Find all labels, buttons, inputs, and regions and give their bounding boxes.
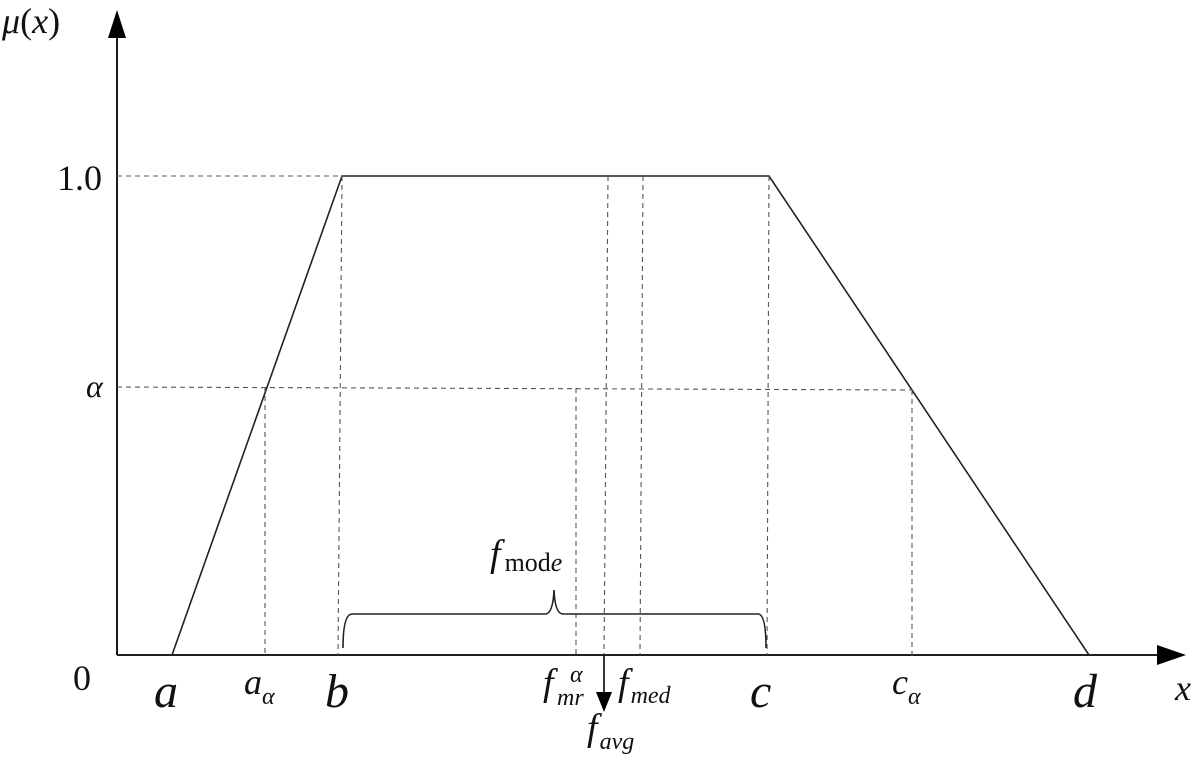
y-axis-arrowhead (108, 10, 126, 38)
membership-function-curve (171, 175, 1090, 656)
f-med-guide (639, 175, 644, 656)
y-tick-alpha: α (86, 368, 104, 404)
label-c-alpha: cα (892, 662, 921, 710)
label-b: b (325, 665, 349, 718)
label-f-avg: favg (587, 707, 634, 755)
label-f-mr-alpha-sup: α (570, 662, 583, 688)
label-a: a (154, 665, 178, 718)
b-guide (337, 175, 343, 656)
x-axis-label: x (1174, 668, 1191, 708)
x-axis-arrowhead (1157, 645, 1186, 665)
f-avg-arrowhead (596, 692, 612, 712)
label-f-mr-alpha-sub: mr (557, 685, 584, 711)
label-a-alpha: aα (244, 662, 275, 710)
c-guide (766, 175, 770, 656)
label-c: c (750, 665, 771, 718)
label-f-med: fmed (618, 662, 672, 709)
f-avg-guide (603, 175, 609, 656)
y-tick-zero: 0 (73, 658, 91, 698)
alpha-level-guide (116, 386, 913, 391)
label-d: d (1073, 665, 1098, 718)
y-axis-label: μ(x) (1, 1, 60, 41)
f-mode-brace (342, 589, 767, 649)
y-tick-1.0: 1.0 (57, 158, 102, 198)
label-f-mr-alpha: f (543, 662, 558, 704)
